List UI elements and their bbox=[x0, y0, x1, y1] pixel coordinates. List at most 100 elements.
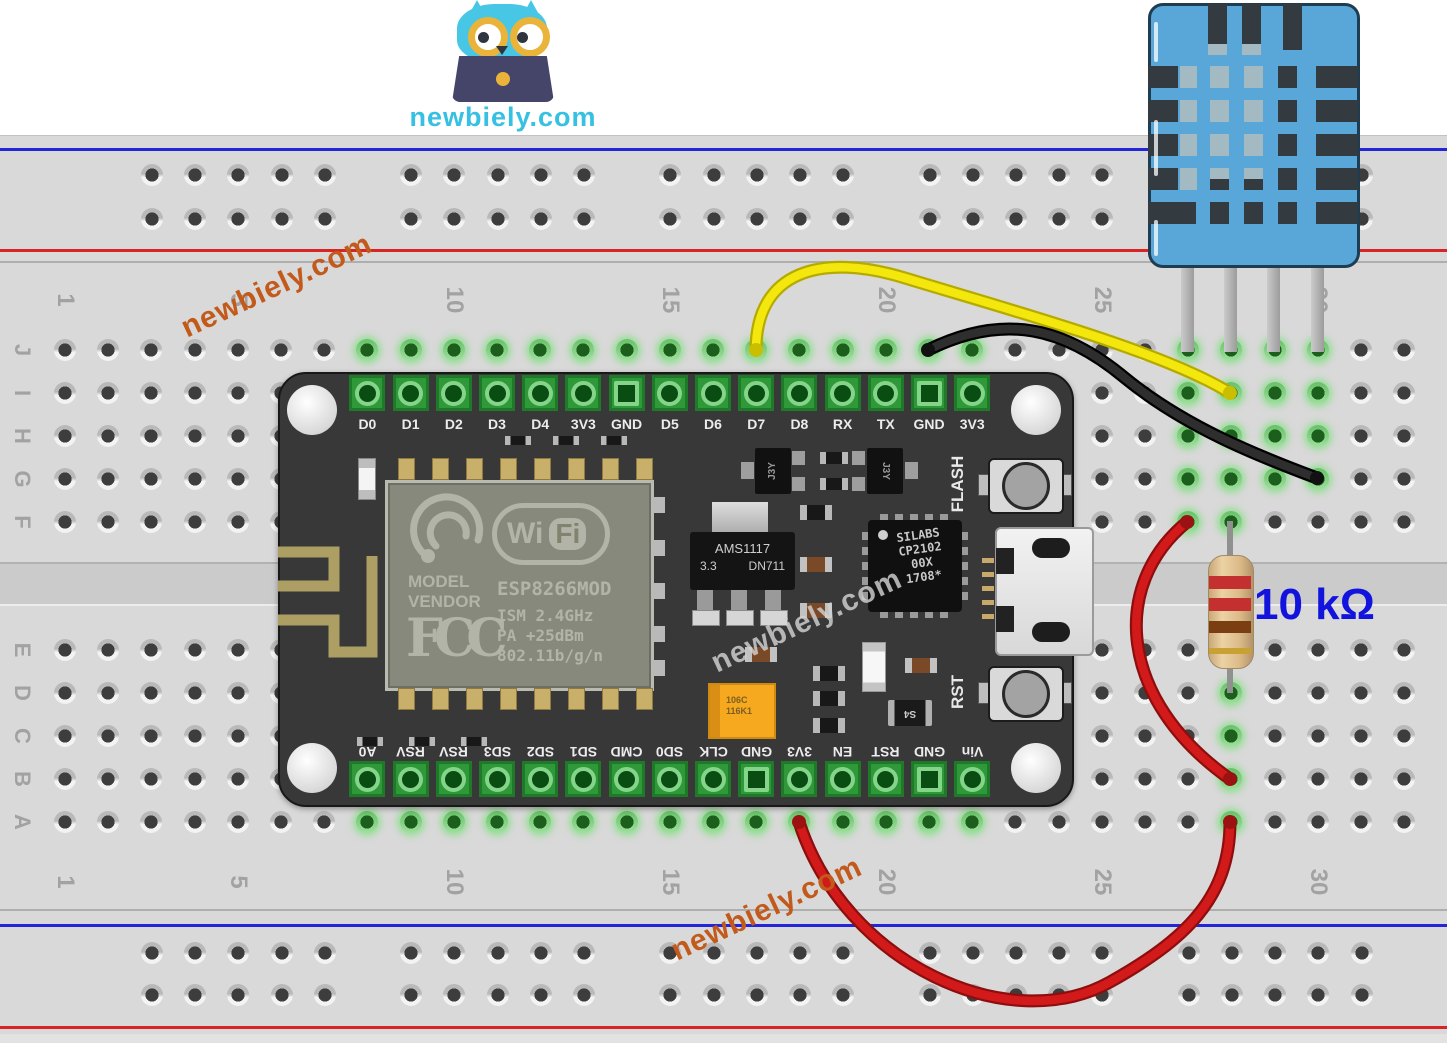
pin-label-d7: D7 bbox=[747, 416, 766, 432]
pin-label-tx: TX bbox=[876, 416, 895, 432]
breadboard-hole bbox=[54, 682, 76, 704]
flash-button bbox=[988, 458, 1064, 514]
breadboard-hole bbox=[1350, 768, 1372, 790]
breadboard-hole bbox=[140, 768, 163, 790]
pin-hole bbox=[527, 766, 553, 792]
nodemcu-pin-d6 bbox=[695, 375, 731, 411]
power-rail-line-red-top bbox=[0, 249, 1447, 252]
breadboard-hole-connected bbox=[1263, 425, 1286, 447]
breadboard-hole bbox=[140, 639, 163, 661]
breadboard-hole bbox=[1393, 511, 1416, 533]
pin-label-en: EN bbox=[832, 744, 853, 760]
pin-hole bbox=[786, 766, 812, 792]
power-rail-line-blue-top bbox=[0, 148, 1447, 151]
wifi-logo-wi: Wi bbox=[507, 517, 544, 550]
breadboard-hole-connected bbox=[486, 339, 508, 361]
breadboard-hole bbox=[1350, 425, 1372, 447]
breadboard-hole bbox=[54, 382, 76, 404]
nodemcu-pin-gnd bbox=[608, 375, 645, 411]
breadboard-hole bbox=[1134, 811, 1156, 833]
module-pad bbox=[534, 688, 551, 710]
transistor-pad bbox=[792, 477, 805, 491]
breadboard-hole bbox=[659, 984, 682, 1006]
resistor-band bbox=[1209, 621, 1251, 633]
pin-hole bbox=[570, 766, 596, 792]
breadboard-hole bbox=[486, 984, 509, 1006]
usb-solder-tab bbox=[1032, 538, 1070, 558]
breadboard-bottom-edge bbox=[0, 1034, 1447, 1043]
breadboard-hole-connected bbox=[702, 811, 724, 833]
smd-component bbox=[800, 505, 832, 520]
usb-solder-tab bbox=[1032, 622, 1070, 642]
breadboard-hole bbox=[313, 984, 336, 1006]
breadboard-hole bbox=[961, 984, 984, 1006]
breadboard-hole bbox=[313, 942, 336, 964]
capacitor-marking-line: 116K1 bbox=[726, 706, 753, 716]
breadboard-hole bbox=[1091, 208, 1114, 230]
breadboard-hole bbox=[1134, 339, 1156, 361]
breadboard-hole bbox=[183, 682, 206, 704]
mounting-hole bbox=[287, 385, 337, 435]
breadboard-divider bbox=[0, 909, 1447, 911]
breadboard-hole-connected bbox=[1306, 425, 1329, 447]
pin-hole bbox=[743, 380, 769, 406]
pin-hole bbox=[916, 766, 942, 792]
usb-pin bbox=[982, 600, 994, 605]
smd-component bbox=[820, 478, 848, 490]
breadboard-hole bbox=[443, 164, 466, 186]
owl-eye-icon bbox=[517, 32, 528, 43]
module-pad bbox=[398, 688, 415, 710]
breadboard-hole bbox=[1090, 468, 1113, 490]
dht11-vent bbox=[1148, 202, 1196, 224]
transistor-pad bbox=[792, 451, 805, 465]
pin-label-vin: Vin bbox=[961, 744, 983, 760]
dht11-vent bbox=[1316, 168, 1358, 190]
breadboard-hole bbox=[1393, 811, 1416, 833]
capacitor: 106C 116K1 bbox=[708, 683, 776, 739]
breadboard-hole bbox=[400, 208, 423, 230]
dht11-vent bbox=[1210, 202, 1229, 224]
breadboard-hole bbox=[573, 208, 595, 230]
breadboard-hole bbox=[183, 639, 206, 661]
dht11-highlight bbox=[1154, 22, 1158, 62]
nodemcu-pin-sd1 bbox=[565, 761, 602, 797]
breadboard-hole bbox=[227, 942, 250, 964]
dht11-vent bbox=[1148, 100, 1178, 122]
dht11-vent bbox=[1316, 202, 1358, 224]
pin-label-3v3: 3V3 bbox=[959, 416, 985, 432]
resistor-band bbox=[1209, 598, 1251, 611]
power-rail-line-red-bottom bbox=[0, 1026, 1447, 1029]
mounting-hole bbox=[1011, 743, 1061, 793]
breadboard-hole bbox=[443, 942, 466, 964]
breadboard-hole bbox=[789, 942, 811, 964]
smd-component bbox=[820, 452, 848, 464]
dht11-leg bbox=[1180, 264, 1194, 352]
breadboard-hole bbox=[313, 811, 336, 833]
nodemcu-pin-sd3 bbox=[479, 761, 515, 797]
breadboard-hole bbox=[227, 984, 250, 1006]
module-pad bbox=[652, 540, 665, 556]
regulator-leg bbox=[731, 590, 747, 612]
breadboard-hole bbox=[97, 768, 120, 790]
pin-label-sd2: SD2 bbox=[526, 744, 554, 760]
dht11-vent bbox=[1244, 100, 1263, 122]
smd-component bbox=[813, 666, 845, 681]
pin-label-d4: D4 bbox=[531, 416, 550, 432]
row-letter-label: J bbox=[10, 343, 35, 357]
breadboard-hole-connected bbox=[615, 811, 638, 833]
breadboard-hole-connected bbox=[615, 339, 638, 361]
dht11-vent bbox=[1242, 4, 1261, 44]
module-vendor-label: VENDOR bbox=[408, 592, 481, 611]
pin-label-rsv: RSV bbox=[396, 744, 425, 760]
pin-hole bbox=[484, 380, 510, 406]
pin-label-d3: D3 bbox=[488, 416, 506, 432]
breadboard-hole bbox=[270, 811, 292, 833]
breadboard-hole bbox=[659, 208, 682, 230]
breadboard-hole bbox=[1090, 382, 1113, 404]
pin-hole bbox=[657, 380, 683, 406]
breadboard-hole bbox=[1307, 984, 1330, 1006]
module-pad bbox=[466, 458, 483, 480]
breadboard-hole-connected bbox=[442, 339, 465, 361]
breadboard-hole bbox=[443, 208, 466, 230]
breadboard-hole bbox=[1263, 725, 1286, 747]
